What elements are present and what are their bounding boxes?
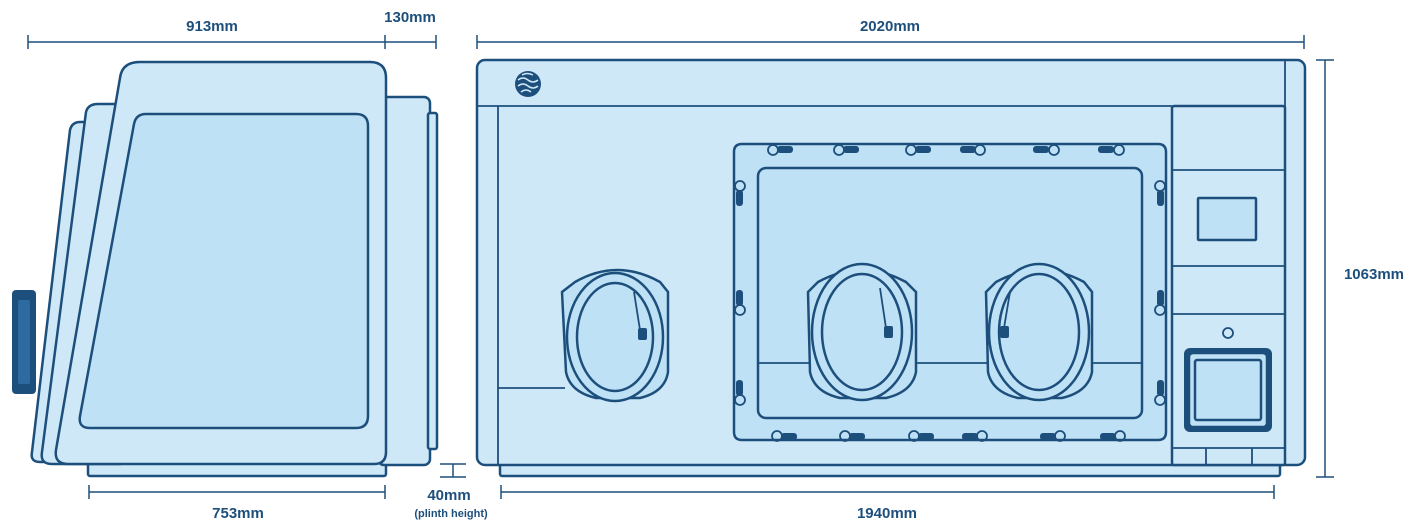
control-indicator-light: [1222, 327, 1234, 339]
side-view: [12, 60, 439, 478]
front-dimension-lines: [476, 35, 1334, 499]
front-height-label: 1063mm: [1344, 266, 1404, 283]
front-base-label: 1940mm: [857, 505, 917, 522]
plinth-note-label: (plinth height): [414, 508, 488, 520]
side-base-label: 753mm: [212, 505, 264, 522]
side-front-seal-inner: [18, 300, 30, 384]
side-window: [78, 112, 370, 430]
window-frame: [732, 142, 1168, 442]
glove-port-centre: [806, 262, 918, 402]
side-dimension-lines: [27, 35, 466, 499]
side-rear-label: 130mm: [384, 9, 436, 26]
globe-logo-icon: [515, 71, 541, 97]
side-rear-strip: [426, 111, 439, 451]
front-width-label: 2020mm: [860, 18, 920, 35]
control-display-screen: [1196, 196, 1258, 242]
antechamber-door-inner: [1193, 358, 1263, 422]
side-depth-label: 913mm: [186, 18, 238, 35]
glove-port-left: [560, 268, 670, 403]
window-clamps: [734, 144, 1166, 442]
plinth-label: 40mm: [427, 487, 470, 504]
front-view: [475, 58, 1307, 478]
glove-port-right: [984, 262, 1094, 402]
